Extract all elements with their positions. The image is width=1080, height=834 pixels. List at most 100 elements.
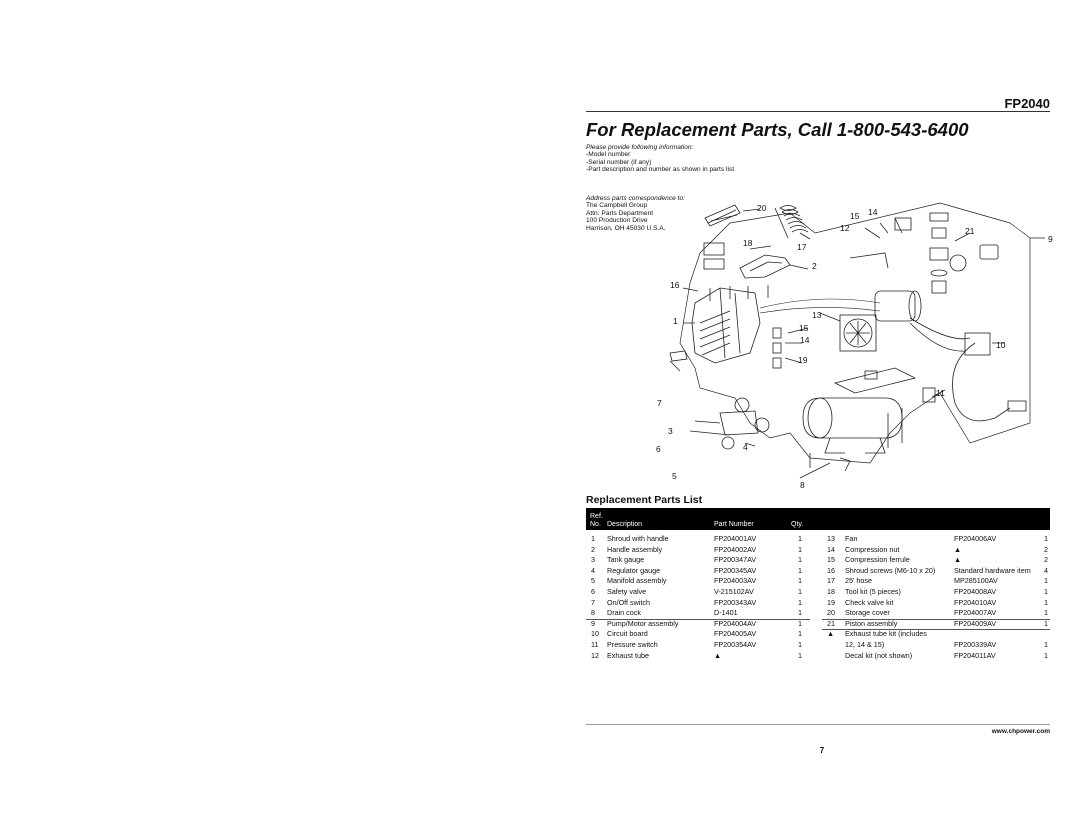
- row-part-number: FP204001AV: [714, 534, 757, 543]
- row-qty: 1: [798, 576, 802, 586]
- row-qty: 1: [798, 597, 802, 607]
- exploded-parts-diagram: 20 15 14 12 21 9 18 17 2 16 13 15 14 1 1…: [656, 202, 1053, 490]
- row-description: Exhaust tube kit (includes: [845, 629, 927, 639]
- header-no: No.: [590, 521, 601, 528]
- row-part-number: FP204006AV: [954, 534, 997, 543]
- row-description: Circuit board: [607, 629, 648, 639]
- website: www.chpower.com: [991, 728, 1050, 735]
- row-ref: 12: [591, 650, 599, 660]
- address-line: 100 Production Drive: [586, 217, 648, 225]
- callout-15: 15: [850, 211, 860, 221]
- address-line: Attn: Parts Department: [586, 209, 654, 217]
- info-line: -Part description and number as shown in…: [586, 166, 735, 174]
- row-part-number: FP204011AV: [954, 650, 996, 660]
- row-qty: 1: [1044, 640, 1048, 649]
- table-row: ▲Exhaust tube kit (includes: [822, 629, 1050, 640]
- row-description: Manifold assembly: [607, 576, 667, 586]
- row-ref: 16: [827, 565, 835, 575]
- row-part-number: ▲: [714, 650, 722, 660]
- callout-2: 2: [812, 261, 817, 271]
- row-qty: 2: [1044, 544, 1048, 554]
- row-description: Compression nut: [845, 544, 900, 554]
- row-description: Drain cock: [607, 608, 641, 618]
- info-lines: -Model number -Serial number (if any) -P…: [586, 151, 734, 174]
- row-ref: 7: [591, 597, 595, 607]
- row-part-number: FP204003AV: [714, 576, 757, 586]
- row-description: Shroud with handle: [607, 534, 669, 543]
- callout-6: 6: [656, 444, 661, 454]
- info-line: -Serial number (if any): [586, 158, 652, 166]
- row-part-number: FP200345AV: [714, 565, 757, 575]
- row-description: Tool kit (5 pieces): [845, 587, 901, 596]
- callout-1: 1: [673, 316, 678, 326]
- row-qty: 1: [1044, 618, 1048, 628]
- header-rule: [586, 111, 1050, 112]
- callout-5: 5: [672, 471, 677, 481]
- row-qty: 1: [798, 608, 802, 618]
- row-description: Fan: [845, 534, 858, 543]
- row-description: Pressure switch: [607, 640, 658, 649]
- diagram-callouts: 20 15 14 12 21 9 18 17 2 16 13 15 14 1 1…: [656, 203, 1053, 490]
- callout-7: 7: [657, 398, 662, 408]
- page-title: For Replacement Parts, Call 1-800-543-64…: [586, 119, 969, 140]
- table-row: 13 Fan FP204006AV 1: [822, 534, 1050, 545]
- row-description: Check valve kit: [845, 597, 894, 607]
- callout-11: 11: [936, 388, 945, 398]
- info-line: -Model number: [586, 151, 631, 158]
- row-part-number: FP204004AV: [714, 618, 757, 628]
- address-line: The Campbell Group: [586, 202, 648, 209]
- row-ref: 3: [591, 555, 595, 565]
- row-ref: 14: [827, 544, 835, 554]
- row-ref: 8: [591, 608, 595, 618]
- callout-19: 19: [798, 355, 808, 365]
- row-description: Shroud screws (M6-10 x 20): [845, 565, 936, 575]
- row-part-number: V-215102AV: [714, 587, 754, 596]
- row-qty: 1: [798, 534, 802, 543]
- row-part-number: FP200343AV: [714, 597, 757, 607]
- header-part-number: Part Number: [714, 521, 754, 528]
- row-qty: 1: [1044, 576, 1048, 586]
- callout-10: 10: [996, 340, 1006, 350]
- row-ref: 2: [591, 544, 595, 554]
- row-ref: 13: [827, 534, 835, 543]
- callout-15b: 15: [799, 323, 809, 333]
- callout-9: 9: [1048, 234, 1053, 244]
- row-qty: 1: [1044, 587, 1048, 596]
- row-part-number: ▲: [954, 555, 962, 565]
- row-qty: 1: [798, 565, 802, 575]
- callout-20: 20: [757, 203, 767, 213]
- row-ref: 19: [827, 597, 835, 607]
- row-qty: 1: [1044, 534, 1048, 543]
- page-number: 7: [819, 746, 825, 755]
- address-line: Harrison, OH 45030 U.S.A.: [586, 224, 666, 232]
- callout-21: 21: [965, 226, 975, 236]
- row-part-number: FP204002AV: [714, 544, 757, 554]
- row-description: Piston assembly: [845, 618, 898, 628]
- row-qty: 4: [1044, 565, 1048, 575]
- row-qty: 1: [798, 544, 802, 554]
- row-ref: 9: [591, 618, 595, 628]
- parts-list-heading: Replacement Parts List: [586, 494, 703, 506]
- row-ref: 11: [591, 640, 599, 649]
- row-ref: 15: [827, 555, 835, 565]
- model-number: FP2040: [1004, 96, 1050, 111]
- info-heading: Please provide following information:: [586, 144, 694, 151]
- row-part-number: FP204008AV: [954, 587, 997, 596]
- row-qty: 1: [798, 555, 802, 565]
- row-qty: 1: [1044, 608, 1048, 618]
- row-qty: 1: [1044, 650, 1048, 660]
